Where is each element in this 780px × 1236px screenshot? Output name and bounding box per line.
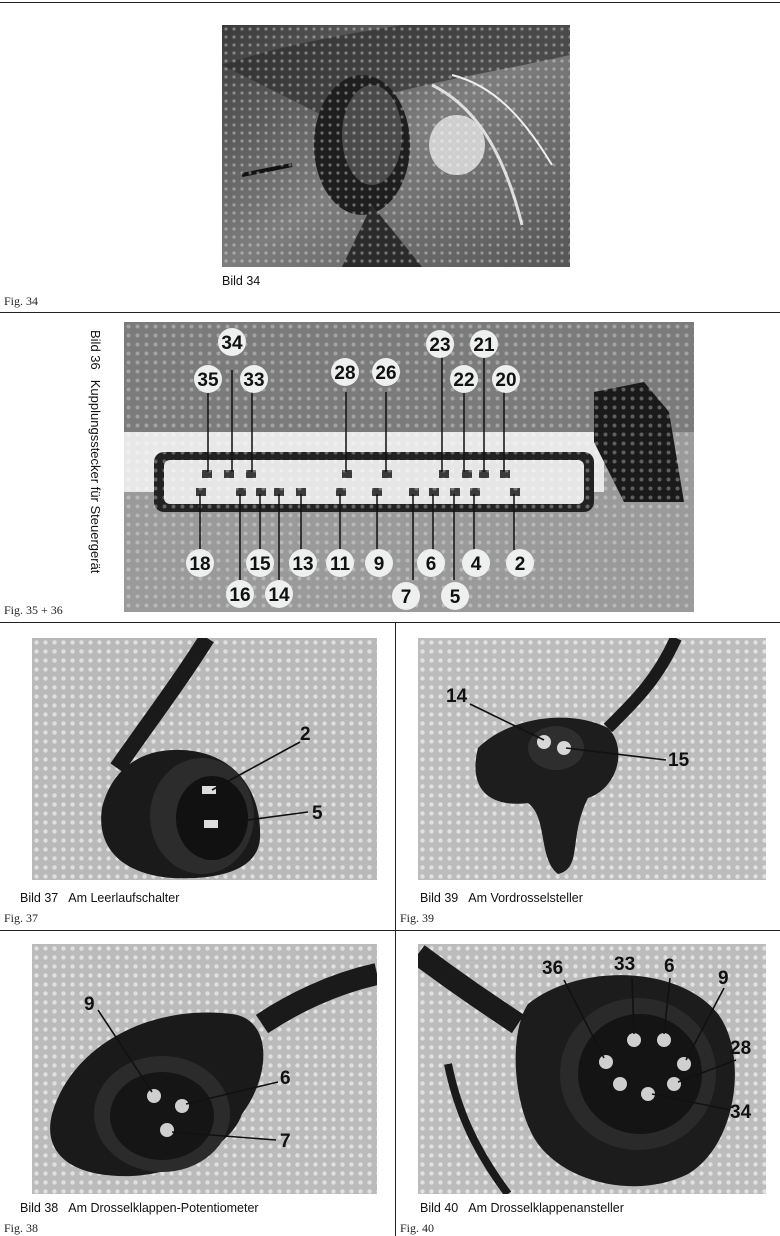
caption-text-37: Am Leerlaufschalter xyxy=(68,891,180,905)
pin-label-35: 35 xyxy=(197,370,219,391)
caption-text-36: Kupplungsstecker für Steuergerät xyxy=(88,379,103,574)
fig-label-35-36: Fig. 35 + 36 xyxy=(4,603,63,617)
pin-label-16: 16 xyxy=(229,585,250,606)
vertical-caption-bild-36: Bild 36 Kupplungsstecker für Steuergerät xyxy=(88,330,103,573)
top-rule xyxy=(0,2,780,3)
pin-label-14: 14 xyxy=(446,686,468,707)
connector-bottom-labels: 18 16 15 14 13 11 9 7 6 5 4 2 xyxy=(186,494,534,610)
pin-label-11: 11 xyxy=(330,554,351,575)
pin-label-4: 4 xyxy=(471,554,482,575)
pin-label-14: 14 xyxy=(268,585,290,606)
pin-label-5: 5 xyxy=(450,587,461,608)
pin-label-7: 7 xyxy=(280,1131,291,1152)
pin-label-6: 6 xyxy=(280,1068,291,1089)
photo-bild-38: 9 6 7 xyxy=(32,944,377,1194)
fig-label-34: Fig. 34 xyxy=(4,294,39,308)
pin-label-18: 18 xyxy=(189,554,210,575)
pin-label-9: 9 xyxy=(718,968,729,989)
caption-text-38: Am Drosselklappen-Potentiometer xyxy=(68,1201,259,1215)
pin-label-15: 15 xyxy=(249,554,271,575)
section-divider-1 xyxy=(0,312,780,313)
pin-label-33: 33 xyxy=(614,954,635,975)
fig-label-38: Fig. 38 xyxy=(4,1221,39,1235)
photo-bild-36-connector: 34 35 33 28 26 23 22 21 20 18 16 15 xyxy=(124,322,694,612)
photo-bild-39: 14 15 xyxy=(418,638,766,880)
caption-label-37: Bild 37 xyxy=(20,891,59,905)
pin-label-2: 2 xyxy=(515,554,526,575)
caption-text-39: Am Vordrosselsteller xyxy=(468,891,583,905)
pin-label-13: 13 xyxy=(292,554,313,575)
caption-bild-39: Bild 39 Am Vordrosselsteller xyxy=(420,891,583,905)
pin-label-28: 28 xyxy=(334,363,355,384)
pin-label-26: 26 xyxy=(375,363,396,384)
pin-label-7: 7 xyxy=(401,587,412,608)
connector-top-labels: 34 35 33 28 26 23 22 21 20 xyxy=(194,328,520,472)
pin-label-20: 20 xyxy=(495,370,516,391)
photo-bild-34 xyxy=(222,25,570,267)
section-divider-3 xyxy=(0,930,780,931)
pin-label-22: 22 xyxy=(453,370,474,391)
photo-bild-40: 36 33 6 9 28 34 xyxy=(418,944,766,1194)
pin-label-15: 15 xyxy=(668,750,690,771)
fig-label-37: Fig. 37 xyxy=(4,911,39,925)
section-divider-2 xyxy=(0,622,780,623)
pin-label-9: 9 xyxy=(84,994,95,1015)
pin-label-33: 33 xyxy=(243,370,264,391)
pin-label-9: 9 xyxy=(374,554,385,575)
caption-label-36: Bild 36 xyxy=(88,330,103,370)
fig-label-40: Fig. 40 xyxy=(400,1221,435,1235)
caption-label-39: Bild 39 xyxy=(420,891,459,905)
pin-label-34: 34 xyxy=(730,1102,752,1123)
pin-label-23: 23 xyxy=(429,335,450,356)
pin-label-6: 6 xyxy=(426,554,437,575)
pin-label-5: 5 xyxy=(312,803,323,824)
pin-label-6: 6 xyxy=(664,956,675,977)
photo-bild-37: 2 5 xyxy=(32,638,377,880)
pin-label-21: 21 xyxy=(473,335,495,356)
caption-bild-34: Bild 34 xyxy=(222,274,261,288)
caption-label-40: Bild 40 xyxy=(420,1201,459,1215)
pin-label-2: 2 xyxy=(300,724,311,745)
pin-label-28: 28 xyxy=(730,1038,751,1059)
caption-text-40: Am Drosselklappenansteller xyxy=(468,1201,624,1215)
caption-bild-37: Bild 37 Am Leerlaufschalter xyxy=(20,891,179,905)
pin-label-36: 36 xyxy=(542,958,563,979)
column-divider xyxy=(395,622,396,1236)
fig-label-39: Fig. 39 xyxy=(400,911,435,925)
caption-bild-38: Bild 38 Am Drosselklappen-Potentiometer xyxy=(20,1201,259,1215)
pin-label-34: 34 xyxy=(221,333,243,354)
caption-bild-40: Bild 40 Am Drosselklappenansteller xyxy=(420,1201,624,1215)
caption-label-38: Bild 38 xyxy=(20,1201,59,1215)
